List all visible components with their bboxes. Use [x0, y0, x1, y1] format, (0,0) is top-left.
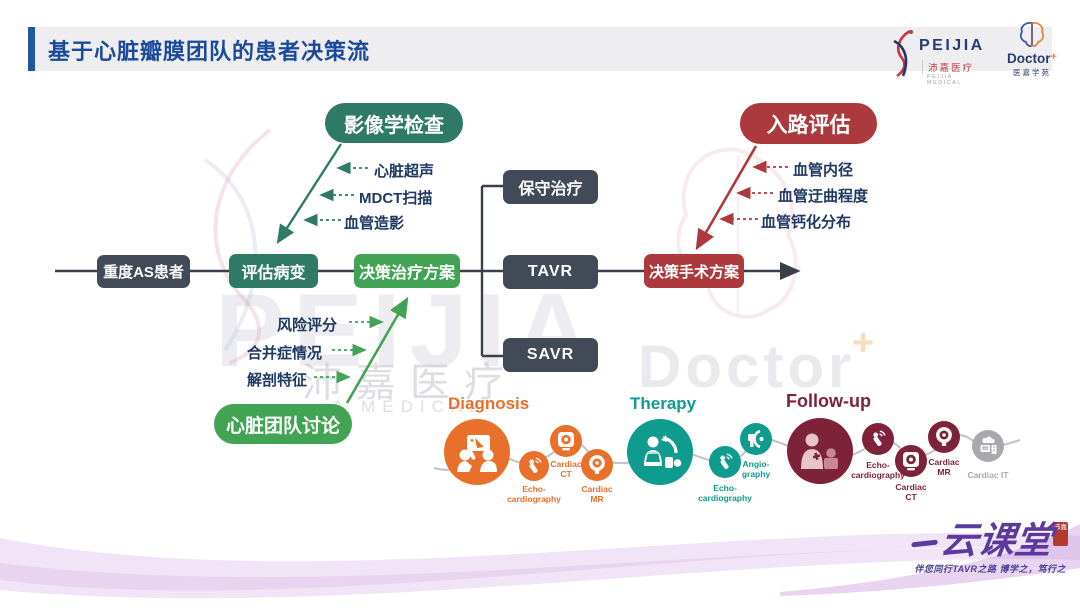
doctor-plus-sign: +: [1050, 51, 1057, 63]
cloud-classroom-seal: 沛嘉: [1053, 522, 1068, 546]
echo-probe-icon: [720, 453, 733, 469]
brain-icon: [1019, 21, 1045, 47]
mr-scanner-icon: [589, 455, 605, 474]
access-item-calcification: 血管钙化分布: [761, 214, 852, 231]
label-mr-diagnosis: Cardiac MR: [581, 484, 613, 504]
circle-followup-main: [787, 418, 853, 484]
imaging-exam-pill: 影像学检查: [325, 103, 463, 143]
access-diagonal-arrow: [695, 145, 758, 251]
section-header-therapy: Therapy: [630, 394, 697, 413]
peijia-wordmark: PEIJIA: [919, 37, 985, 54]
imaging-diagonal-arrow: [276, 143, 343, 245]
doctor-plus-wordmark: Doctor+: [1007, 51, 1057, 66]
cloud-classroom-tagline: 伴您同行TAVR之路 博学之，笃行之: [914, 564, 1066, 574]
cardiac-it-icon: [980, 436, 997, 454]
label-echo-followup: Echo-cardiography: [851, 460, 905, 480]
page-title: 基于心脏瓣膜团队的患者决策流: [48, 39, 371, 64]
team-item-comorbidity: 合并症情况: [247, 345, 323, 362]
node-savr: SAVR: [503, 338, 598, 372]
label-echo-diagnosis: Echo-cardiography: [507, 484, 561, 504]
peijia-mark-icon: [893, 29, 913, 78]
label-it-followup: Cardiac IT: [967, 470, 1009, 480]
section-header-followup: Follow-up: [786, 391, 871, 411]
node-assess-lesion: 评估病变: [229, 254, 318, 288]
node-tavr: TAVR: [503, 255, 598, 289]
node-treatment-plan: 决策治疗方案: [354, 254, 460, 288]
echo-probe-icon: [873, 430, 886, 446]
title-banner: [28, 27, 1052, 71]
team-item-anatomy: 解剖特征: [247, 372, 308, 389]
label-ct-followup: Cardiac CT: [895, 482, 927, 502]
circle-mr-followup: [928, 421, 960, 453]
circle-echo-followup: [862, 423, 894, 455]
access-item-tortuosity: 血管迂曲程度: [778, 188, 869, 205]
node-severe-as-patient: 重度AS患者: [97, 255, 190, 288]
access-assessment-pill: 入路评估: [740, 103, 877, 144]
section-header-diagnosis: Diagnosis: [448, 394, 530, 413]
mr-scanner-icon: [936, 427, 952, 446]
angiography-icon: [748, 429, 764, 449]
peijia-cn-label: 沛嘉医疗: [922, 60, 974, 74]
node-surgical-plan: 决策手术方案: [644, 254, 744, 288]
circle-angio-therapy: [740, 423, 772, 455]
doctor-plus-cn-label: 医嘉学苑: [1013, 68, 1051, 77]
team-item-risk: 风险评分: [277, 317, 338, 334]
label-mr-followup: Cardiac MR: [928, 457, 960, 477]
title-accent-bar: [28, 27, 35, 71]
ct-scanner-icon: [558, 432, 574, 451]
access-item-diameter: 血管内径: [793, 162, 854, 179]
circle-ct-diagnosis: [550, 425, 582, 457]
watermark-brain-outline: [676, 147, 798, 319]
doctor-plus-logo: Doctor+ 医嘉学苑: [1000, 20, 1064, 82]
peijia-logo: PEIJIA 沛嘉医疗 PEIJIA MEDICAL: [888, 26, 990, 86]
team-discussion-pill: 心脏团队讨论: [214, 404, 352, 444]
node-conservative: 保守治疗: [503, 170, 598, 204]
team-diagonal-arrow: [345, 296, 409, 404]
cloud-classroom-logo: 沛嘉 云课堂 伴您同行TAVR之路 博学之，笃行之: [890, 518, 1070, 575]
label-ct-diagnosis: Cardiac CT: [550, 459, 582, 479]
imaging-item-angio: 血管造影: [344, 215, 405, 232]
label-echo-therapy: Echo-cardiography: [698, 483, 752, 503]
imaging-item-echo: 心脏超声: [374, 163, 435, 180]
circle-therapy-main: [627, 419, 693, 485]
tavr-procedure-icon: [644, 435, 682, 468]
imaging-item-mdct: MDCT扫描: [359, 190, 433, 207]
cloud-classroom-wordmark: 云课堂: [909, 518, 1055, 562]
echo-exam-icon: [457, 435, 497, 472]
watermark-doctor-plus: +: [852, 322, 875, 364]
circle-diagnosis-main: [444, 419, 510, 485]
doctor-patient-icon: [801, 433, 838, 469]
circle-it-followup: [972, 430, 1004, 462]
echo-probe-icon: [529, 457, 542, 473]
label-angio-therapy: Angio-graphy: [741, 459, 771, 479]
peijia-en-label: PEIJIA MEDICAL: [927, 74, 962, 86]
